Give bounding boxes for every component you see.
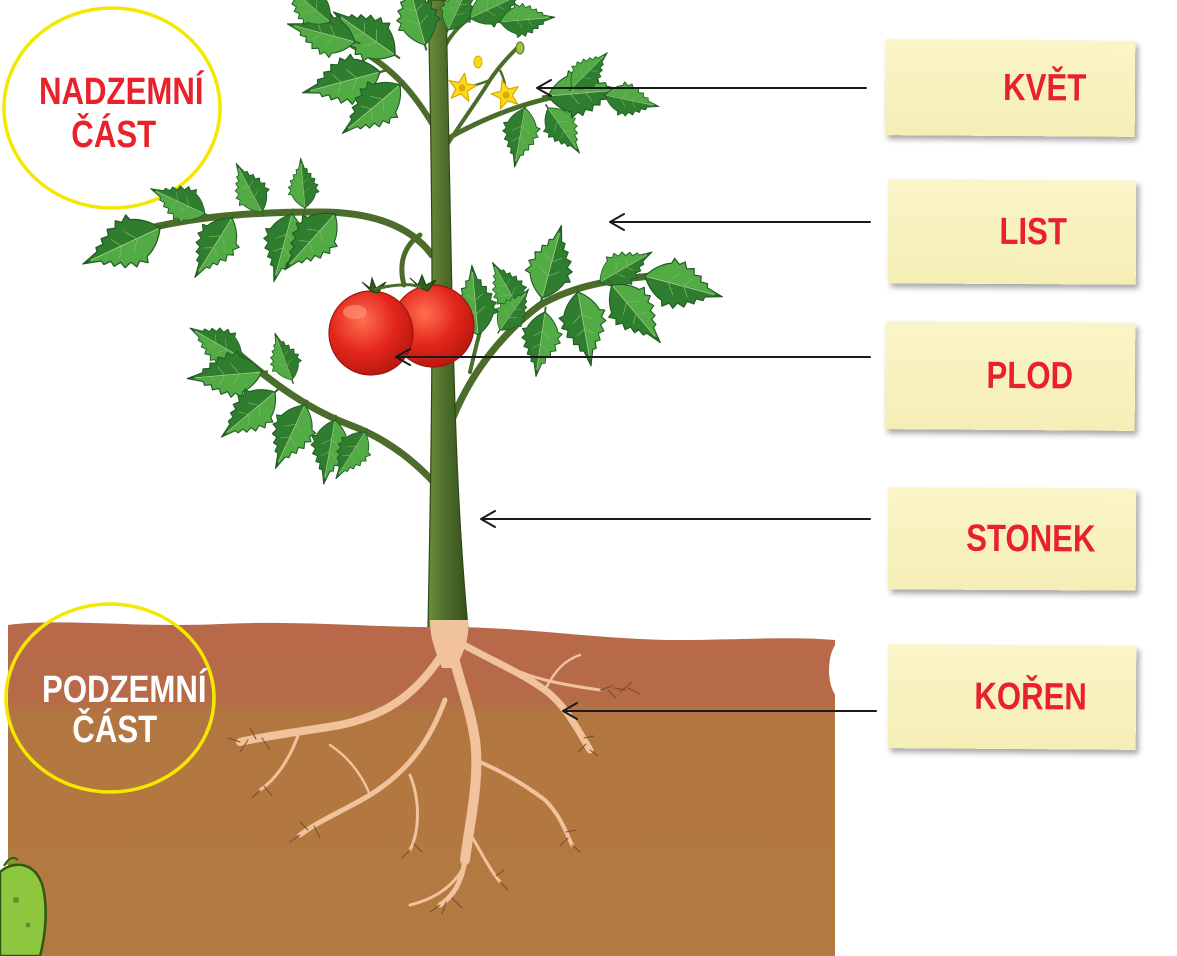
- tomato-highlight: [343, 305, 367, 319]
- below-ground-label-line2: ČÁST: [5, 710, 225, 750]
- tomato-front: [329, 291, 413, 375]
- white-blob: [829, 640, 857, 700]
- label-fruit: PLOD: [987, 356, 1074, 397]
- leaf: [597, 77, 662, 123]
- above-ground-label-line1: NADZEMNÍ: [11, 72, 231, 112]
- below-ground-label-text: PODZEMNÍ: [42, 670, 206, 710]
- above-ground-label-text: NADZEMNÍ: [39, 72, 203, 112]
- flower: [446, 71, 478, 102]
- note-stem: STONEK: [888, 487, 1137, 590]
- label-stem: STONEK: [966, 519, 1095, 560]
- below-ground-label-line1: PODZEMNÍ: [14, 670, 234, 710]
- label-flower: KVĚT: [1003, 68, 1086, 109]
- arrow-stem: [481, 511, 870, 527]
- arrow-leaf: [610, 214, 870, 230]
- leaf: [285, 157, 321, 213]
- below-ground-label-text: ČÁST: [73, 710, 158, 750]
- above-ground-label-text: ČÁST: [72, 115, 157, 155]
- leaf: [72, 201, 177, 288]
- label-leaf: LIST: [999, 212, 1067, 252]
- branch-lower-left: [240, 355, 445, 495]
- note-root: KOŘEN: [888, 644, 1137, 750]
- above-ground-label-line2: ČÁST: [4, 115, 224, 155]
- note-fruit: PLOD: [885, 321, 1136, 431]
- flower-bud: [474, 56, 482, 68]
- flower-bud: [516, 42, 524, 54]
- arrow-fruit: [396, 349, 870, 365]
- note-flower: KVĚT: [885, 39, 1136, 137]
- label-root: KOŘEN: [975, 677, 1088, 718]
- note-leaf: LIST: [888, 179, 1137, 284]
